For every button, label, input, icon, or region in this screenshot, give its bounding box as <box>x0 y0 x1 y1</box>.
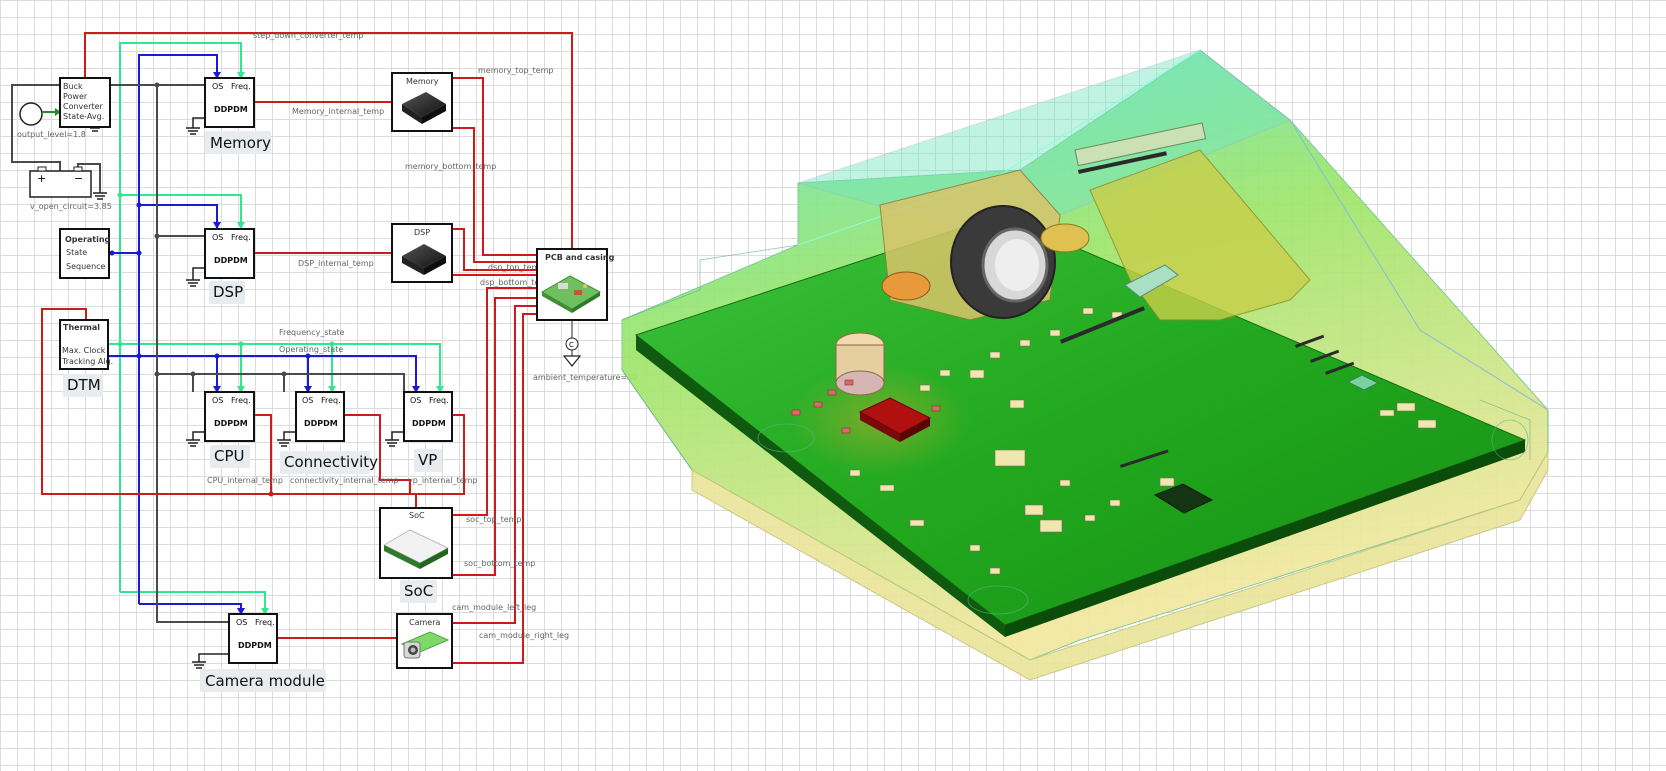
freq-port: Freq. <box>429 396 449 405</box>
output-level-label: output_level=1.8 <box>17 130 86 139</box>
camera-name-tag: Camera module <box>200 669 326 692</box>
camera-icon <box>400 631 450 659</box>
memory-chip-icon <box>402 92 446 124</box>
ambient-c-label: C <box>569 341 574 349</box>
connectivity-internal-label: connectivity_internal_temp <box>290 476 399 485</box>
camera-name: Camera module <box>205 672 325 690</box>
os-port: OS <box>236 618 247 627</box>
freq-port: Freq. <box>231 233 251 242</box>
dsp-internal-label: DSP_internal_temp <box>298 259 374 268</box>
soc-top-label: soc_top_temp <box>466 515 522 524</box>
buck-line-4: State-Avg. <box>63 112 104 121</box>
operating-state-label: Operating_state <box>279 345 343 354</box>
os-port: OS <box>212 396 223 405</box>
cam-right-label: cam_module_right_leg <box>479 631 569 640</box>
cpu-internal-label: CPU_internal_temp <box>207 476 283 485</box>
os-port: OS <box>212 233 223 242</box>
battery-plus: + <box>37 172 46 185</box>
ddpdm-vp-block[interactable]: OS Freq. DDPDM <box>403 391 453 442</box>
memory-internal-label: Memory_internal_temp <box>292 107 384 116</box>
thermal-dtm-block[interactable]: Thermal Max. Clock Tracking Alg. <box>59 319 113 370</box>
memory-name: Memory <box>210 134 271 152</box>
soc-bottom-label: soc_bottom_temp <box>464 559 535 568</box>
soc-thermal-block[interactable]: SoC <box>379 507 453 579</box>
battery-icon[interactable]: + − <box>29 166 92 198</box>
freq-port: Freq. <box>231 82 251 91</box>
memory-chip-label: Memory <box>406 77 439 86</box>
camera-chip-label: Camera <box>409 618 440 627</box>
v-open-label: v_open_circuit=3.85 <box>30 202 112 211</box>
ambient-temperature-source-icon[interactable]: C <box>562 337 582 367</box>
buck-line-1: Buck <box>63 82 83 91</box>
pcb-icon <box>540 275 602 313</box>
connectivity-name-tag: Connectivity <box>280 451 378 474</box>
freq-port: Freq. <box>321 396 341 405</box>
ddpdm-label: DDPDM <box>214 105 248 114</box>
buck-line-2: Power <box>63 92 88 101</box>
operating-line-1: Operating <box>65 235 111 244</box>
dsp-top-label: dsp_top_temp <box>488 263 544 272</box>
soc-name: SoC <box>404 582 433 600</box>
frequency-state-label: Frequency_state <box>279 328 345 337</box>
operating-state-sequence-block[interactable]: Operating State Sequence <box>59 228 111 279</box>
dtm-name-tag: DTM <box>63 374 103 397</box>
dsp-chip-label: DSP <box>414 228 430 237</box>
ddpdm-dsp-block[interactable]: OS Freq. DDPDM <box>204 228 255 279</box>
memory-thermal-block[interactable]: Memory <box>391 72 453 132</box>
voltage-source-icon[interactable] <box>19 102 61 126</box>
ddpdm-label: DDPDM <box>214 256 248 265</box>
soc-chip-label: SoC <box>409 511 425 520</box>
os-port: OS <box>302 396 313 405</box>
operating-line-3: Sequence <box>66 262 106 271</box>
camera-thermal-block[interactable]: Camera <box>396 613 453 669</box>
ddpdm-memory-block[interactable]: OS Freq. DDPDM <box>204 77 255 128</box>
thermal-line-1: Thermal <box>63 323 100 332</box>
battery-minus: − <box>74 172 83 185</box>
ddpdm-label: DDPDM <box>214 419 248 428</box>
freq-port: Freq. <box>255 618 275 627</box>
cpu-name-tag: CPU <box>210 445 250 468</box>
thermal-line-3: Tracking Alg. <box>61 357 113 366</box>
ddpdm-connectivity-block[interactable]: OS Freq. DDPDM <box>295 391 345 442</box>
os-port: OS <box>212 82 223 91</box>
ddpdm-label: DDPDM <box>412 419 446 428</box>
os-port: OS <box>410 396 421 405</box>
memory-top-label: memory_top_temp <box>478 66 553 75</box>
cpu-name: CPU <box>214 447 245 465</box>
ambient-label: ambient_temperature=30 <box>533 373 637 382</box>
ddpdm-label: DDPDM <box>304 419 338 428</box>
freq-port: Freq. <box>231 396 251 405</box>
cam-left-label: cam_module_left_leg <box>452 603 536 612</box>
3d-thermal-model[interactable] <box>621 49 1549 681</box>
step-down-label: step_down_converter_temp <box>253 31 363 40</box>
vp-name: VP <box>418 451 437 469</box>
ddpdm-label: DDPDM <box>238 641 272 650</box>
ddpdm-cpu-block[interactable]: OS Freq. DDPDM <box>204 391 255 442</box>
soc-chip-icon <box>382 529 450 569</box>
dsp-name: DSP <box>213 283 243 301</box>
dsp-thermal-block[interactable]: DSP <box>391 223 453 283</box>
pcb-casing-label: PCB and casing <box>545 253 615 262</box>
dsp-name-tag: DSP <box>209 281 245 304</box>
vp-name-tag: VP <box>414 449 442 472</box>
memory-bottom-label: memory_bottom_temp <box>405 162 496 171</box>
buck-line-3: Converter <box>63 102 104 111</box>
thermal-line-2: Max. Clock <box>62 346 106 355</box>
vp-internal-label: vp_internal_temp <box>408 476 477 485</box>
buck-converter-block[interactable]: Buck Power Converter State-Avg. <box>59 77 111 128</box>
memory-name-tag: Memory <box>205 131 271 154</box>
pcb-casing-block[interactable]: PCB and casing <box>536 248 615 321</box>
dsp-chip-icon <box>402 244 446 275</box>
dsp-bottom-label: dsp_bottom_temp <box>480 278 552 287</box>
ddpdm-camera-block[interactable]: OS Freq. DDPDM <box>228 613 278 664</box>
soc-name-tag: SoC <box>400 580 437 603</box>
connectivity-name: Connectivity <box>284 453 378 471</box>
dtm-name: DTM <box>67 376 101 394</box>
operating-line-2: State <box>66 248 87 257</box>
